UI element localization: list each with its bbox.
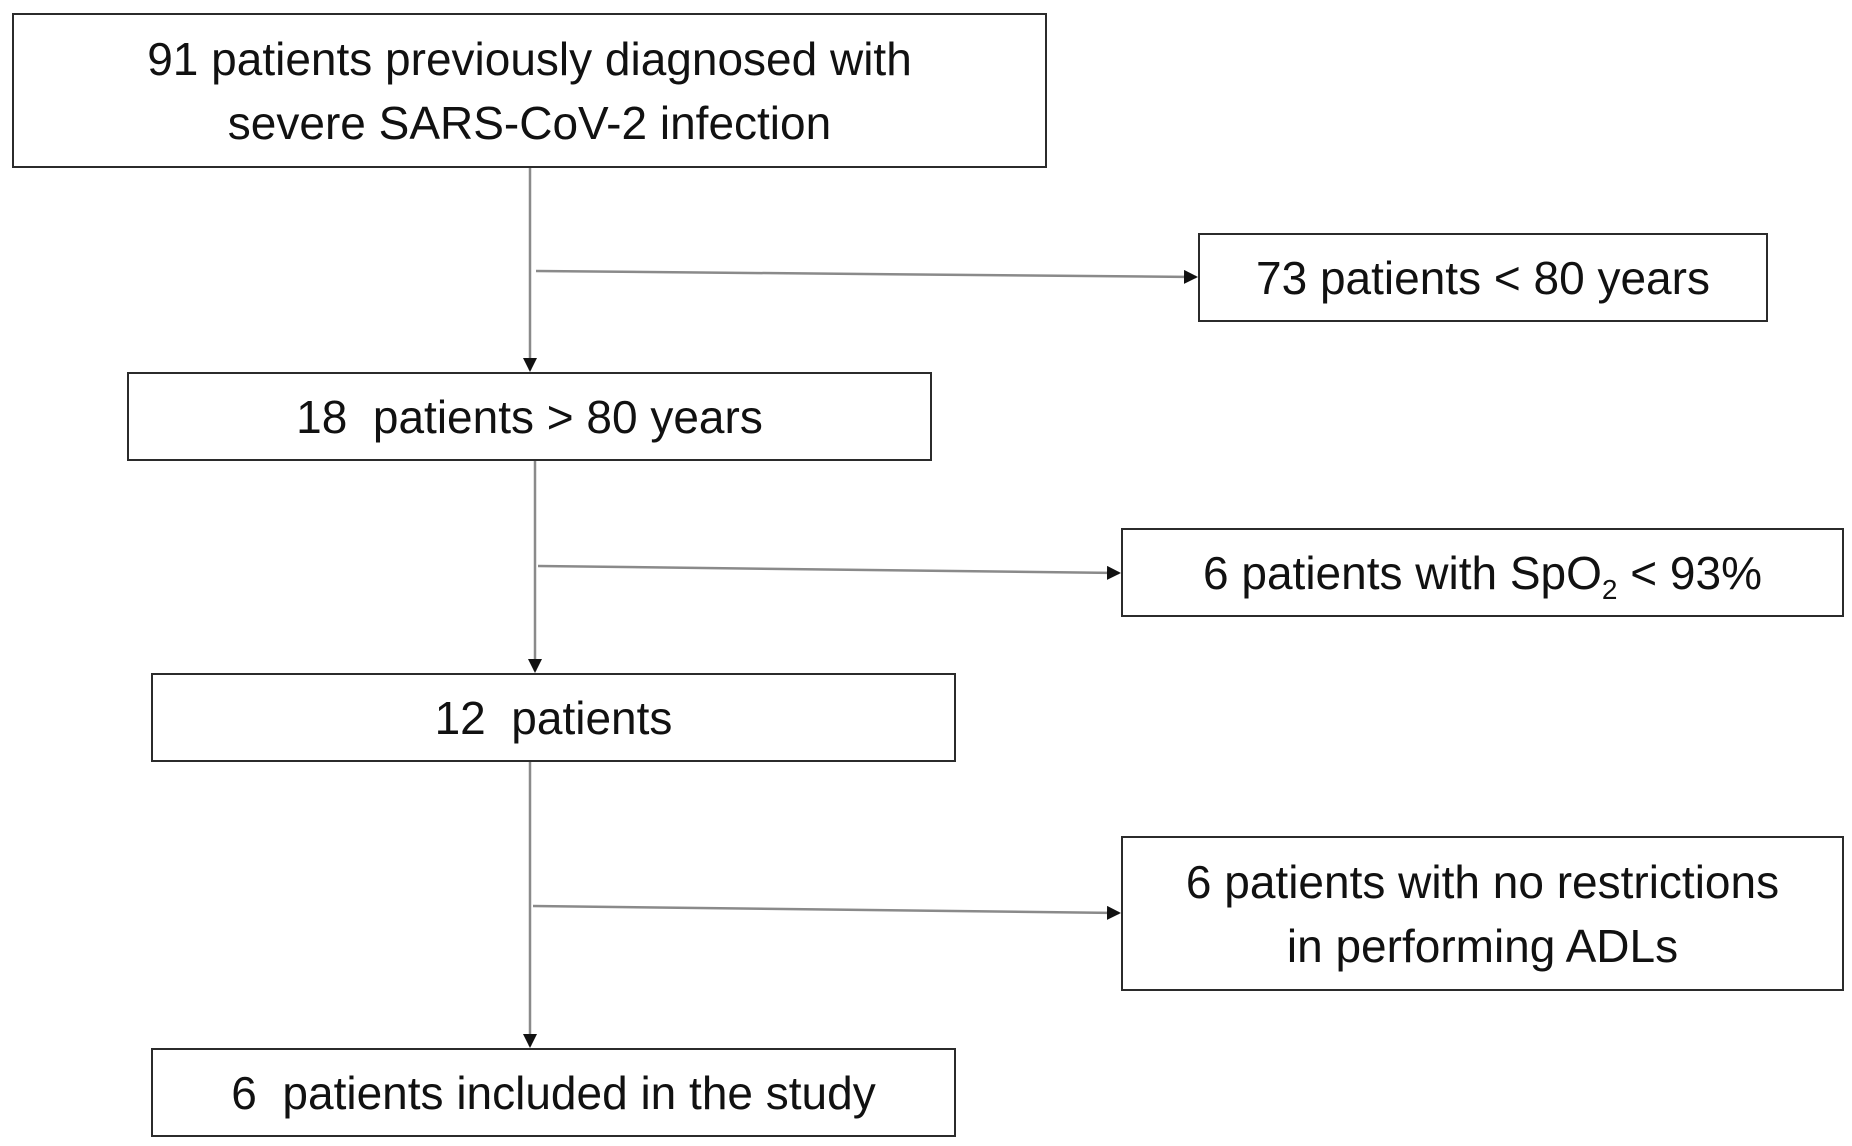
arrow-exclusion-spo2 — [537, 564, 1121, 580]
remaining-patients-box: 12 patients — [151, 673, 956, 762]
exclusion-age-text: 73 patients < 80 years — [1256, 251, 1710, 304]
included-patients-text: 6 patients included in the study — [231, 1066, 876, 1119]
exclusion-spo2-subscript: 2 — [1601, 573, 1618, 605]
older-patients-text: 18 patients > 80 years — [296, 390, 763, 443]
exclusion-adl-line2: in performing ADLs — [1286, 919, 1679, 972]
exclusion-spo2-text: 6 patients with SpO2 < 93% — [1203, 541, 1762, 605]
exclusion-adl-box: 6 patients with no restrictions in perfo… — [1121, 836, 1844, 991]
exclusion-adl-line1: 6 patients with no restrictions — [1185, 855, 1780, 908]
start-box-line1: 91 patients previously diagnosed with — [147, 32, 912, 85]
remaining-patients-text: 12 patients — [434, 691, 673, 744]
arrow-exclusion-adl — [532, 904, 1121, 920]
arrow-exclusion-age — [535, 269, 1198, 284]
exclusion-age-box: 73 patients < 80 years — [1198, 233, 1768, 322]
exclusion-spo2-suffix: < 93% — [1617, 546, 1762, 599]
older-patients-box: 18 patients > 80 years — [127, 372, 932, 461]
exclusion-spo2-box: 6 patients with SpO2 < 93% — [1121, 528, 1844, 617]
start-population-box: 91 patients previously diagnosed with se… — [12, 13, 1047, 168]
start-box-line2: severe SARS-CoV-2 infection — [227, 96, 832, 149]
exclusion-spo2-prefix: 6 patients with SpO — [1203, 546, 1602, 599]
included-patients-box: 6 patients included in the study — [151, 1048, 956, 1137]
